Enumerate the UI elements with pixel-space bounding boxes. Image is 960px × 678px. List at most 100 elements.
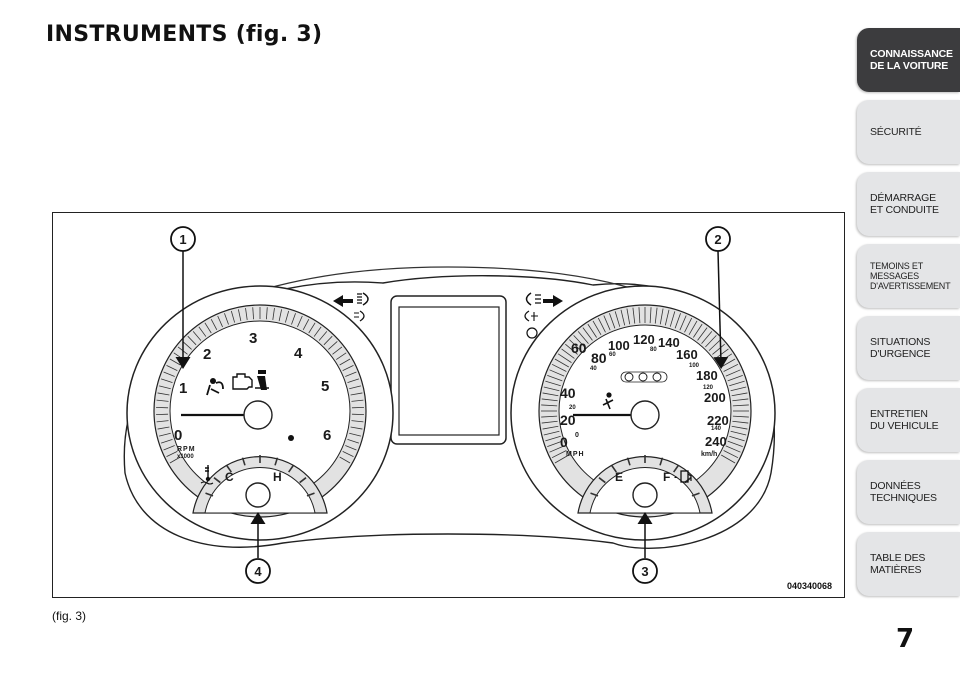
tab-label: DONNÉES TECHNIQUES xyxy=(870,480,937,504)
seatbelt-warning-icon xyxy=(602,392,614,410)
gauge-tick xyxy=(342,365,354,372)
gauge-tick xyxy=(541,415,558,418)
gauge-tick xyxy=(614,311,621,327)
gauge-tick xyxy=(626,457,631,466)
tab-temoins-messages[interactable]: TEMOINS ET MESSAGES D'AVERTISSEMENT xyxy=(857,244,960,308)
gauge-tick xyxy=(620,309,626,326)
gauge-tick xyxy=(712,343,725,355)
gauge-tick xyxy=(697,327,708,341)
gauge-tick xyxy=(725,369,741,377)
airbag-icon xyxy=(206,378,224,396)
gauge-tick xyxy=(730,386,747,392)
speed-kmh-240: 240 xyxy=(705,434,727,449)
gauge-tick xyxy=(587,323,597,338)
gauge-tick xyxy=(169,456,181,464)
tab-entretien-vehicule[interactable]: ENTRETIEN DU VEHICULE xyxy=(857,388,960,452)
gauge-tick xyxy=(299,477,307,484)
gauge-tick xyxy=(654,307,658,324)
gauge-tick xyxy=(351,399,364,402)
figure-caption: (fig. 3) xyxy=(52,609,87,623)
gauge-tick xyxy=(198,326,207,337)
gauge-tick xyxy=(158,385,171,390)
gauge-tick xyxy=(638,307,641,324)
tab-label: TEMOINS ET MESSAGES D'AVERTISSEMENT xyxy=(870,261,951,291)
fuel-empty-label: E xyxy=(615,470,623,484)
gauge-tick xyxy=(291,313,296,325)
speedometer xyxy=(510,285,776,541)
gauge-tick xyxy=(541,420,558,424)
gauge-tick xyxy=(609,313,616,329)
gauge-tick xyxy=(323,335,333,346)
coolant-temp-icon xyxy=(200,465,214,485)
gauge-tick xyxy=(561,348,575,359)
gauge-tick xyxy=(673,465,679,473)
gauge-tick xyxy=(350,392,363,396)
gauge-tick xyxy=(732,420,749,424)
headlight-icon xyxy=(354,292,369,322)
gauge-tick xyxy=(592,320,602,335)
gauge-tick xyxy=(611,465,617,473)
gauge-tick xyxy=(590,492,599,497)
tab-securite[interactable]: SÉCURITÉ xyxy=(857,100,960,164)
gauge-tick xyxy=(306,492,315,497)
gauge-tick xyxy=(659,457,664,466)
gauge-tick xyxy=(278,309,283,322)
gauge-tick xyxy=(573,335,585,348)
turn-left-arrow-icon xyxy=(333,295,353,307)
svg-text:3: 3 xyxy=(641,564,648,579)
gauge-tick xyxy=(156,399,169,402)
tach-unit-x1000: x1000 xyxy=(177,454,194,460)
gauge-tick xyxy=(732,415,749,418)
gauge-tick xyxy=(272,307,275,320)
gauge-tick xyxy=(708,339,721,351)
gauge-tick xyxy=(210,318,218,330)
gauge-tick xyxy=(224,313,229,325)
gauge-tick xyxy=(351,420,364,423)
gauge-tick xyxy=(731,392,748,397)
gauge-tick xyxy=(721,454,736,464)
gauge-tick xyxy=(551,363,567,372)
svg-text:4: 4 xyxy=(254,564,262,579)
gauge-tick xyxy=(731,425,748,430)
gauge-tick xyxy=(163,371,175,377)
figure-code: 040340068 xyxy=(786,581,832,591)
callout-2: 2 xyxy=(705,226,731,252)
gauge-tick xyxy=(166,365,178,372)
speed-unit-mph: MPH xyxy=(566,451,585,458)
gauge-tick xyxy=(350,426,363,430)
gauge-tick xyxy=(205,492,214,497)
gauge-tick xyxy=(302,318,310,330)
gauge-tick xyxy=(730,430,747,436)
gauge-tick xyxy=(308,322,316,334)
gauge-tick xyxy=(598,477,606,484)
page-title: INSTRUMENTS (fig. 3) xyxy=(46,22,323,47)
speed-mph-0: 0 xyxy=(560,434,568,450)
speed-inner-20: 20 xyxy=(569,405,576,411)
gauge-tick xyxy=(252,307,254,320)
gauge-tick xyxy=(543,386,560,392)
fog-light-icon xyxy=(524,292,541,339)
gauge-tick xyxy=(342,450,354,457)
gauge-tick xyxy=(723,363,739,372)
tach-number-2: 2 xyxy=(203,346,211,363)
tab-connaissance-voiture[interactable]: CONNAISSANCE DE LA VOITURE xyxy=(857,28,960,92)
callout-1: 1 xyxy=(170,226,196,252)
gauge-tick xyxy=(288,465,294,473)
svg-text:1: 1 xyxy=(179,232,186,247)
gauge-tick xyxy=(332,346,343,355)
gauge-tick xyxy=(603,315,611,331)
tab-demarrage-conduite[interactable]: DÉMARRAGE ET CONDUITE xyxy=(857,172,960,236)
gauge-tick xyxy=(549,445,565,453)
tab-donnees-techniques[interactable]: DONNÉES TECHNIQUES xyxy=(857,460,960,524)
gauge-tick xyxy=(701,331,713,344)
gauge-tick xyxy=(545,435,561,442)
tab-label: DÉMARRAGE ET CONDUITE xyxy=(870,192,939,216)
tab-situations-urgence[interactable]: SITUATIONS D'URGENCE xyxy=(857,316,960,380)
gauge-tick xyxy=(274,457,279,466)
gauge-tick xyxy=(156,420,169,423)
gauge-tick xyxy=(345,445,357,451)
gauge-tick xyxy=(347,378,360,383)
gauge-tick xyxy=(241,457,246,466)
tab-label: SÉCURITÉ xyxy=(870,126,922,138)
tab-table-matieres[interactable]: TABLE DES MATIÈRES xyxy=(857,532,960,596)
